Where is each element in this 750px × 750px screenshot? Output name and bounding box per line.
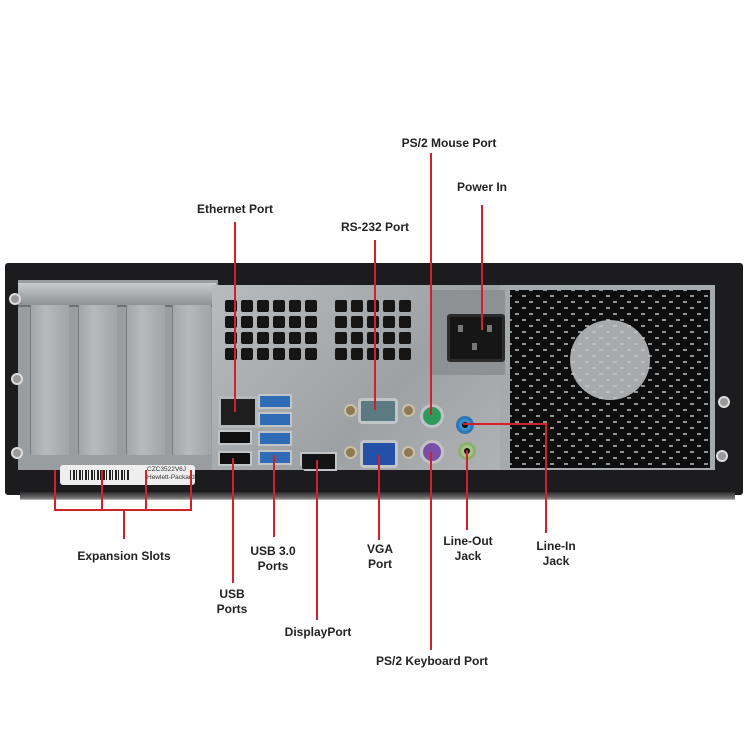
- label-vga-port: VGA Port: [358, 542, 402, 572]
- callout-line-line-out: [466, 450, 468, 530]
- callout-line-vga: [378, 455, 380, 540]
- usb3-port: [258, 450, 292, 465]
- callout-line-usb: [232, 458, 234, 583]
- callout-line-usb3: [273, 455, 275, 537]
- label-line: Jack: [542, 554, 570, 568]
- slot-retention-rail: [18, 283, 216, 307]
- label-ps2-keyboard-port: PS/2 Keyboard Port: [375, 654, 489, 668]
- label-line-out-jack: Line-Out Jack: [438, 534, 498, 564]
- screw-post: [402, 404, 415, 417]
- callout-line-power-in: [481, 205, 483, 330]
- line-in-connector: [456, 416, 474, 434]
- callout-line-displayport: [316, 460, 318, 620]
- callout-elbow-line-in: [463, 423, 547, 425]
- callout-line-expansion-slot-2: [101, 470, 103, 510]
- screw-icon: [11, 373, 23, 385]
- label-rs232-port: RS-232 Port: [340, 220, 410, 234]
- screw-post: [344, 446, 357, 459]
- ps2-keyboard-connector: [420, 440, 444, 464]
- usb-port: [218, 430, 252, 445]
- expansion-slot-cover: [126, 305, 165, 455]
- label-ethernet-port: Ethernet Port: [196, 202, 273, 216]
- usb3-port: [258, 431, 292, 446]
- callout-line-expansion-slot-4: [190, 470, 192, 510]
- label-line: VGA: [366, 542, 393, 556]
- callout-line-rs232: [374, 240, 376, 410]
- manufacturer: Hewlett-Packard: [147, 474, 195, 481]
- callout-line-expansion-slots: [123, 509, 125, 539]
- usb3-port: [258, 412, 292, 427]
- label-line: Ports: [257, 559, 289, 573]
- label-ps2-mouse-port: PS/2 Mouse Port: [401, 136, 497, 150]
- label-line-in-jack: Line-In Jack: [526, 539, 586, 569]
- label-expansion-slots: Expansion Slots: [77, 549, 171, 563]
- barcode: [70, 470, 130, 480]
- vent-grille-left: [225, 300, 317, 360]
- chassis-base: [20, 492, 735, 500]
- callout-line-line-in: [545, 423, 547, 533]
- serial-number: CZC3522V6J: [147, 466, 187, 473]
- screw-post: [402, 446, 415, 459]
- fan-hub: [570, 320, 650, 400]
- label-line: Jack: [454, 549, 482, 563]
- displayport-jack: [300, 452, 337, 471]
- screw-icon: [718, 396, 730, 408]
- expansion-slot-cover: [30, 305, 69, 455]
- label-line: Line-In: [536, 539, 576, 553]
- vent-grille-right: [335, 300, 411, 360]
- callout-line-ethernet: [234, 222, 236, 412]
- label-usb-ports: USB Ports: [207, 587, 257, 617]
- label-power-in: Power In: [456, 180, 507, 194]
- screw-icon: [716, 450, 728, 462]
- label-line: Port: [368, 557, 392, 571]
- usb-port: [218, 451, 252, 466]
- callout-line-expansion-slot-1: [54, 470, 56, 510]
- power-socket: [447, 314, 505, 362]
- screw-icon: [9, 293, 21, 305]
- label-line: USB 3.0: [250, 544, 296, 558]
- ethernet-jack: [218, 396, 258, 428]
- serial-connector: [358, 398, 398, 424]
- callout-line-ps2-mouse: [430, 153, 432, 415]
- label-line: USB: [219, 587, 245, 601]
- screw-icon: [11, 447, 23, 459]
- screw-post: [344, 404, 357, 417]
- label-usb3-ports: USB 3.0 Ports: [248, 544, 298, 574]
- usb3-port: [258, 394, 292, 409]
- label-line: Ports: [216, 602, 248, 616]
- expansion-slot-cover: [172, 305, 211, 455]
- serial-number-text: CZC3522V6J Hewlett-Packard: [147, 466, 195, 482]
- expansion-slot-cover: [78, 305, 117, 455]
- label-line: Line-Out: [443, 534, 493, 548]
- label-displayport: DisplayPort: [284, 625, 352, 639]
- ps2-mouse-connector: [420, 404, 444, 428]
- callout-line-ps2-keyboard: [430, 452, 432, 650]
- callout-line-expansion-slot-3: [145, 470, 147, 510]
